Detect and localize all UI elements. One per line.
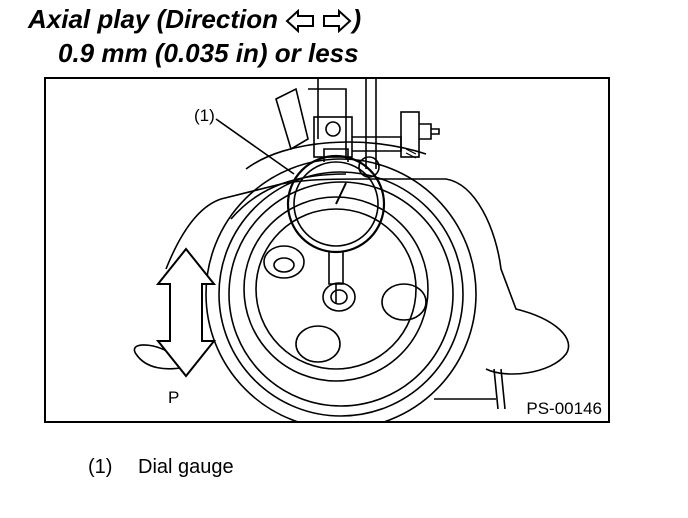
bolt-hole [381, 283, 427, 321]
legend-text: Dial gauge [138, 456, 234, 478]
callout-leader [215, 118, 295, 175]
title-line-1-close: ) [352, 4, 362, 34]
left-arrow-icon [285, 9, 315, 34]
stand-knob [400, 111, 420, 158]
pulley-outer-ring [205, 158, 477, 421]
axial-play-arrow-icon [155, 247, 217, 378]
title-line-1-text: Axial play (Direction [28, 4, 278, 34]
dial-face [293, 161, 379, 247]
bolt-hole [295, 325, 341, 363]
title-line-1: Axial play (Direction ) [28, 4, 362, 34]
legend: (1) Dial gauge [88, 456, 234, 479]
bolt-hole [263, 245, 305, 279]
gauge-plunger [328, 252, 344, 285]
dial-gauge-illustration [133, 79, 570, 421]
legend-number: (1) [88, 456, 113, 478]
arrow-label: P [168, 388, 180, 407]
title-line-2: 0.9 mm (0.035 in) or less [58, 38, 359, 68]
callout-label: (1) [194, 106, 215, 125]
right-arrow-icon [323, 9, 352, 34]
gauge-stand [275, 87, 309, 151]
housing-outline [165, 178, 570, 375]
dial-needle [335, 182, 347, 205]
center-nut [322, 282, 356, 312]
illustration-frame: (1) P PS-00146 [44, 77, 610, 423]
dial-gauge-body [286, 154, 386, 254]
figure-code: PS-00146 [526, 399, 602, 418]
pulley-hub [243, 196, 429, 382]
